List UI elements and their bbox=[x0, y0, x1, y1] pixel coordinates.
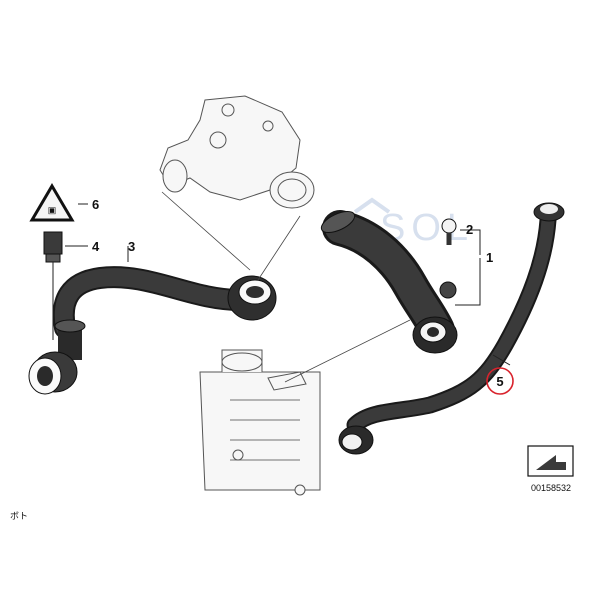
catalog-number: 00158532 bbox=[531, 483, 571, 493]
radiator-tank bbox=[199, 349, 321, 496]
hose-part-3 bbox=[28, 266, 277, 395]
screw-part-2 bbox=[441, 218, 457, 245]
watermark-arrow-icon bbox=[353, 197, 391, 214]
callout-1: 1 bbox=[486, 250, 493, 265]
callout-4: 4 bbox=[92, 239, 100, 254]
sensor-part-4 bbox=[43, 231, 63, 340]
corner-text: ボト bbox=[10, 511, 28, 521]
callout-3: 3 bbox=[128, 239, 135, 254]
callout-5: 5 bbox=[496, 374, 503, 389]
warning-label-part-6: ▣ bbox=[29, 183, 75, 222]
catalog-icon bbox=[527, 445, 574, 477]
highlight-ring bbox=[486, 367, 514, 395]
thermostat-housing bbox=[159, 95, 315, 209]
callout-6: 6 bbox=[92, 197, 99, 212]
hose-part-5 bbox=[338, 202, 565, 455]
callout-2: 2 bbox=[466, 222, 473, 237]
leader-lines bbox=[65, 191, 511, 383]
hose-part-1 bbox=[320, 210, 458, 354]
svg-text:▣: ▣ bbox=[48, 205, 57, 215]
